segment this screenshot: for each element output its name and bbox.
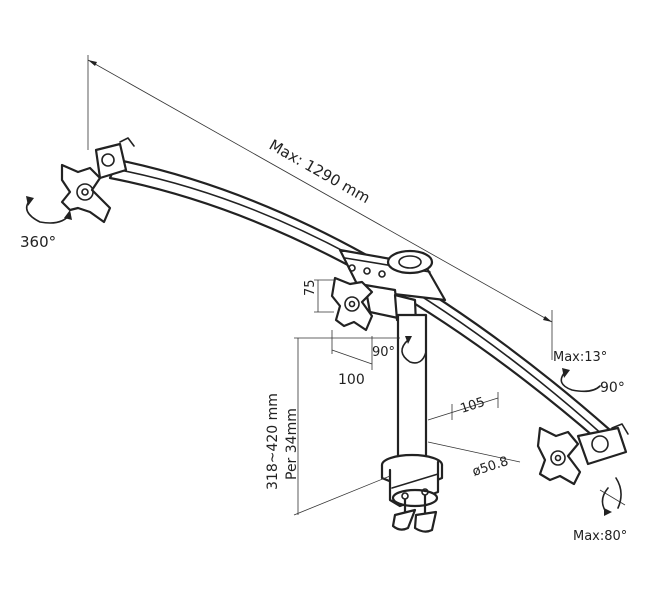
rotation-90-center-label: 90° — [372, 345, 395, 360]
clamp-depth-label: 105 — [459, 395, 487, 417]
tilt-down-label: Max:80° — [573, 529, 627, 544]
rotation-90-center-icon — [401, 336, 427, 364]
clamp-depth-dimension — [427, 392, 499, 421]
left-vesa-plate — [60, 137, 135, 224]
vesa-width-label: 100 — [338, 372, 365, 388]
vesa-width-dimension — [331, 330, 373, 370]
center-pole — [380, 313, 444, 487]
height-per-label: Per 34mm — [284, 408, 300, 480]
height-range-dimension — [293, 337, 400, 516]
max-length-label: Max: 1290 mm — [266, 136, 373, 207]
desk-clamp — [388, 460, 440, 533]
rotation-360-label: 360° — [20, 233, 56, 251]
swivel-right-label: 90° — [600, 380, 625, 396]
swivel-right-icon — [560, 368, 601, 393]
tilt-down-icon — [599, 477, 626, 516]
rotation-360-icon — [25, 196, 72, 224]
vesa-height-label: 75 — [303, 279, 318, 296]
max-length-dimension — [87, 55, 553, 360]
right-vesa-plate — [536, 423, 629, 486]
vesa-height-dimension — [314, 279, 334, 313]
height-range-label: 318~420 mm — [265, 393, 281, 490]
tilt-up-label: Max:13° — [553, 350, 607, 365]
pole-diameter-label: ø50.8 — [471, 454, 511, 480]
pole-diameter-dimension — [427, 441, 521, 463]
center-vesa-plate — [330, 276, 374, 332]
